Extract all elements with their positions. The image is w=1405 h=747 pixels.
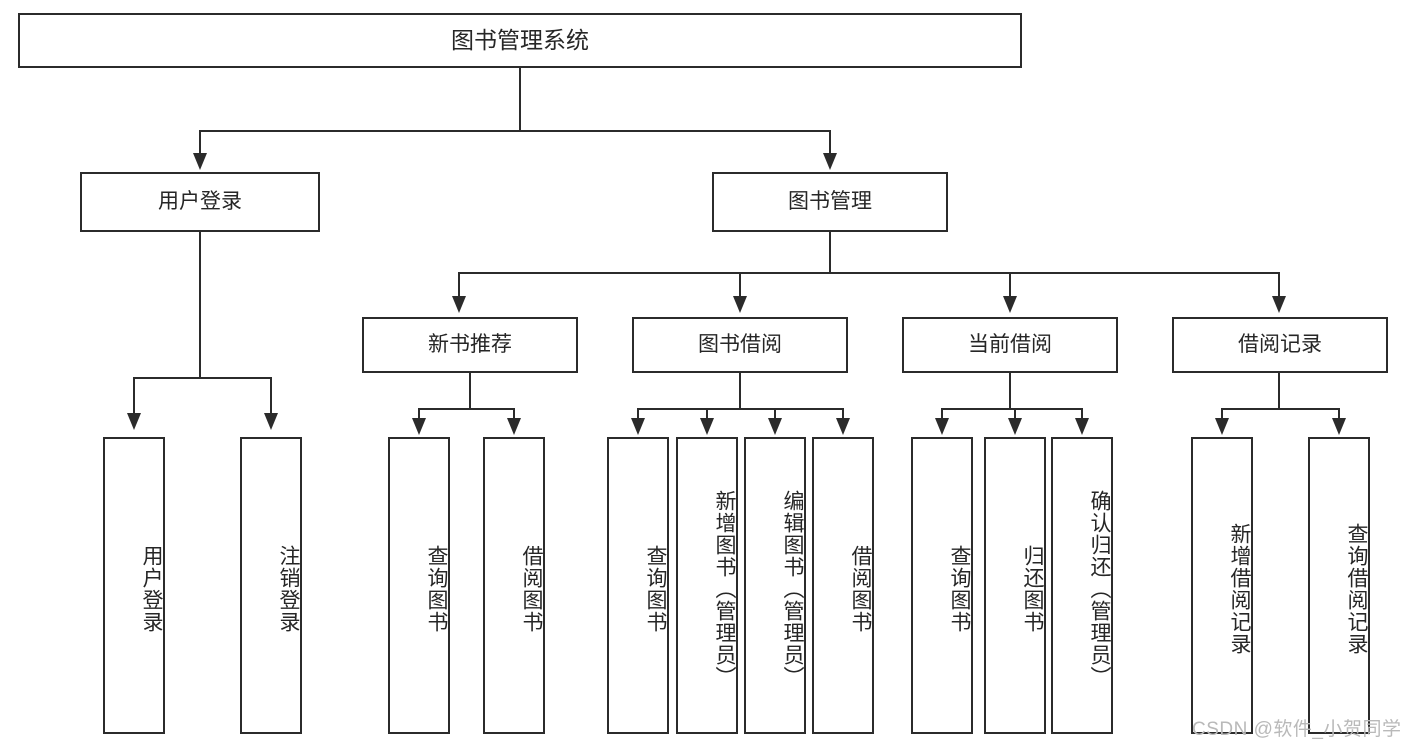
arrowhead-leaf-borrow-books: [836, 418, 850, 435]
connector-drop-leaf-edit-book-admin: [774, 408, 776, 420]
arrowhead-leaf-logout-login: [264, 413, 278, 430]
connector-drop-leaf-borrow-books-recommend: [513, 408, 515, 420]
arrowhead-leaf-add-book-admin: [700, 418, 714, 435]
node-label: 新增借阅记录: [1228, 522, 1251, 655]
connector-current-borrow-stem: [1009, 373, 1011, 410]
node-label: 借阅图书: [849, 544, 872, 633]
connector-level2-bus: [199, 130, 831, 132]
connector-root-stem: [519, 68, 521, 131]
connector-drop-leaf-borrow-books: [842, 408, 844, 420]
node-label: 归还图书: [1021, 544, 1044, 633]
connector-current-borrow-bus: [941, 408, 1081, 410]
node-leaf-query-books-recommend[interactable]: 查询图书: [388, 437, 450, 734]
connector-new-book-recommend-bus: [418, 408, 514, 410]
node-label: 用户登录: [140, 544, 163, 633]
node-label: 查询图书: [948, 544, 971, 633]
node-label: 新增图书（管理员）: [713, 489, 736, 688]
node-book-borrow[interactable]: 图书借阅: [632, 317, 848, 373]
node-current-borrow[interactable]: 当前借阅: [902, 317, 1118, 373]
connector-drop-leaf-query-books-recommend: [418, 408, 420, 420]
arrowhead-leaf-return-books: [1008, 418, 1022, 435]
arrowhead-new-book-recommend: [452, 296, 466, 313]
arrowhead-borrow-record: [1272, 296, 1286, 313]
connector-drop-leaf-query-books-current: [941, 408, 943, 420]
connector-new-book-recommend-stem: [469, 373, 471, 410]
connector-drop-leaf-confirm-return-admin: [1081, 408, 1083, 420]
arrowhead-leaf-add-borrow-record: [1215, 418, 1229, 435]
arrowhead-user-login: [193, 153, 207, 170]
node-leaf-add-book-admin[interactable]: 新增图书（管理员）: [676, 437, 738, 734]
node-leaf-query-borrow-record[interactable]: 查询借阅记录: [1308, 437, 1370, 734]
node-leaf-borrow-books-recommend[interactable]: 借阅图书: [483, 437, 545, 734]
node-label: 当前借阅: [968, 332, 1052, 356]
node-leaf-query-books-borrow[interactable]: 查询图书: [607, 437, 669, 734]
arrowhead-leaf-confirm-return-admin: [1075, 418, 1089, 435]
node-borrow-record[interactable]: 借阅记录: [1172, 317, 1388, 373]
connector-borrow-record-stem: [1278, 373, 1280, 410]
connector-drop-leaf-logout-login: [270, 377, 272, 415]
connector-drop-current-borrow: [1009, 272, 1011, 297]
node-leaf-user-login[interactable]: 用户登录: [103, 437, 165, 734]
node-new-book-recommend[interactable]: 新书推荐: [362, 317, 578, 373]
node-leaf-return-books[interactable]: 归还图书: [984, 437, 1046, 734]
node-book-management[interactable]: 图书管理: [712, 172, 948, 232]
csdn-watermark: CSDN @软件_小贺同学: [1192, 719, 1402, 740]
connector-level3-bus: [458, 272, 1280, 274]
connector-drop-new-book-recommend: [458, 272, 460, 297]
node-leaf-query-books-current[interactable]: 查询图书: [911, 437, 973, 734]
connector-drop-book-borrow: [739, 272, 741, 297]
connector-user-login-stem: [199, 232, 201, 378]
node-label: 查询图书: [644, 544, 667, 633]
arrowhead-leaf-query-borrow-record: [1332, 418, 1346, 435]
arrowhead-leaf-query-books-recommend: [412, 418, 426, 435]
arrowhead-book-management: [823, 153, 837, 170]
arrowhead-leaf-user-login: [127, 413, 141, 430]
arrowhead-leaf-query-books-current: [935, 418, 949, 435]
arrowhead-book-borrow: [733, 296, 747, 313]
node-label: 图书管理系统: [451, 26, 589, 53]
node-user-login[interactable]: 用户登录: [80, 172, 320, 232]
node-leaf-logout-login[interactable]: 注销登录: [240, 437, 302, 734]
connector-drop-leaf-add-borrow-record: [1221, 408, 1223, 420]
node-leaf-edit-book-admin[interactable]: 编辑图书（管理员）: [744, 437, 806, 734]
node-label: 查询借阅记录: [1345, 522, 1368, 655]
node-label: 图书管理: [788, 189, 872, 213]
connector-drop-user-login: [199, 130, 201, 155]
node-label: 查询图书: [425, 544, 448, 633]
connector-drop-leaf-return-books: [1014, 408, 1016, 420]
arrowhead-leaf-edit-book-admin: [768, 418, 782, 435]
connector-drop-borrow-record: [1278, 272, 1280, 297]
node-label: 图书借阅: [698, 332, 782, 356]
connector-drop-leaf-user-login: [133, 377, 135, 415]
node-leaf-borrow-books[interactable]: 借阅图书: [812, 437, 874, 734]
node-root-book-management-system[interactable]: 图书管理系统: [18, 13, 1022, 68]
connector-drop-leaf-query-borrow-record: [1338, 408, 1340, 420]
connector-user-login-bus: [133, 377, 271, 379]
node-label: 借阅记录: [1238, 332, 1322, 356]
node-label: 新书推荐: [428, 332, 512, 356]
node-label: 注销登录: [277, 544, 300, 633]
connector-drop-leaf-query-books-borrow: [637, 408, 639, 420]
connector-drop-leaf-add-book-admin: [706, 408, 708, 420]
node-leaf-confirm-return-admin[interactable]: 确认归还（管理员）: [1051, 437, 1113, 734]
connector-drop-book-management: [829, 130, 831, 155]
connector-book-borrow-stem: [739, 373, 741, 410]
node-label: 借阅图书: [520, 544, 543, 633]
node-label: 用户登录: [158, 189, 242, 213]
node-leaf-add-borrow-record[interactable]: 新增借阅记录: [1191, 437, 1253, 734]
node-label: 编辑图书（管理员）: [781, 489, 804, 688]
connector-book-management-stem: [829, 232, 831, 274]
arrowhead-leaf-query-books-borrow: [631, 418, 645, 435]
connector-borrow-record-bus: [1221, 408, 1338, 410]
arrowhead-current-borrow: [1003, 296, 1017, 313]
connector-book-borrow-bus: [637, 408, 843, 410]
node-label: 确认归还（管理员）: [1088, 489, 1111, 688]
arrowhead-leaf-borrow-books-recommend: [507, 418, 521, 435]
